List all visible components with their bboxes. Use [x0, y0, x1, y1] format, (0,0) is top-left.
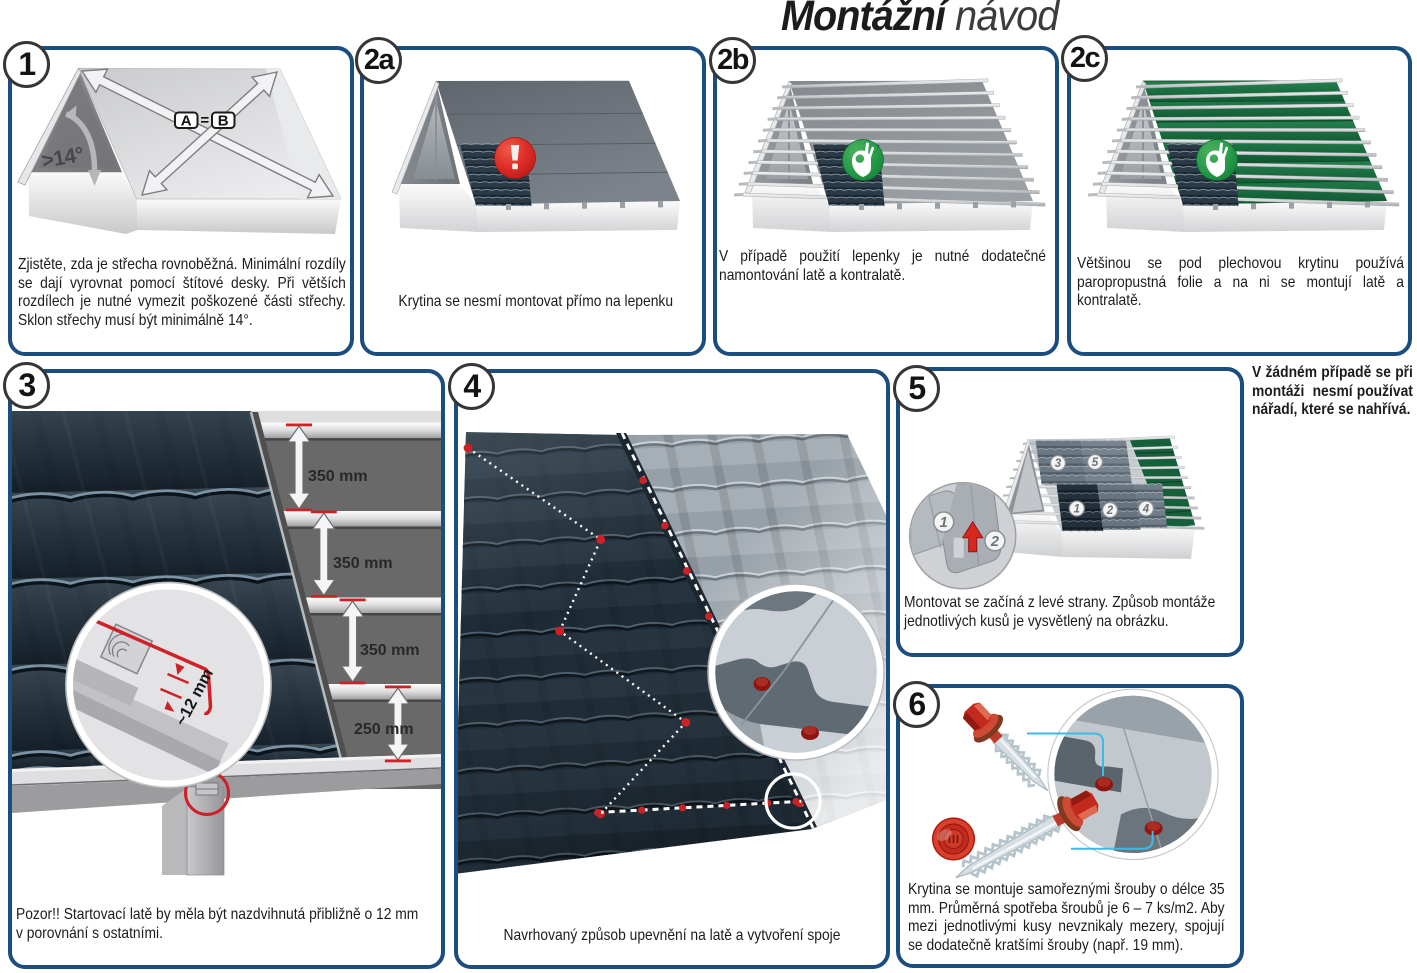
- svg-text:1: 1: [940, 515, 948, 531]
- svg-text:B: B: [218, 113, 229, 130]
- svg-text:1: 1: [1074, 504, 1080, 516]
- svg-text:A: A: [181, 113, 192, 130]
- svg-text:250 mm: 250 mm: [354, 721, 414, 738]
- svg-text:2: 2: [1106, 505, 1114, 517]
- svg-text:3: 3: [1055, 458, 1062, 470]
- svg-text:4: 4: [1142, 504, 1150, 516]
- svg-text:2: 2: [990, 534, 999, 550]
- svg-text:350 mm: 350 mm: [333, 555, 393, 572]
- svg-text:=: =: [200, 112, 209, 129]
- svg-text:350 mm: 350 mm: [360, 642, 420, 659]
- svg-text:350 mm: 350 mm: [308, 468, 368, 485]
- svg-text:5: 5: [1092, 457, 1099, 469]
